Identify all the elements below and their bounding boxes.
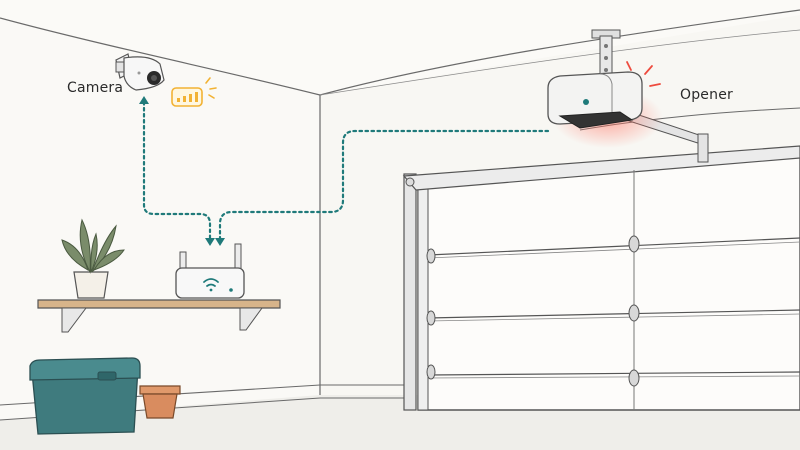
flower-pot [140, 386, 180, 418]
camera-label: Camera [67, 80, 123, 96]
opener-label: Opener [680, 87, 733, 103]
garage-door [404, 146, 800, 410]
storage-bin [30, 358, 140, 434]
